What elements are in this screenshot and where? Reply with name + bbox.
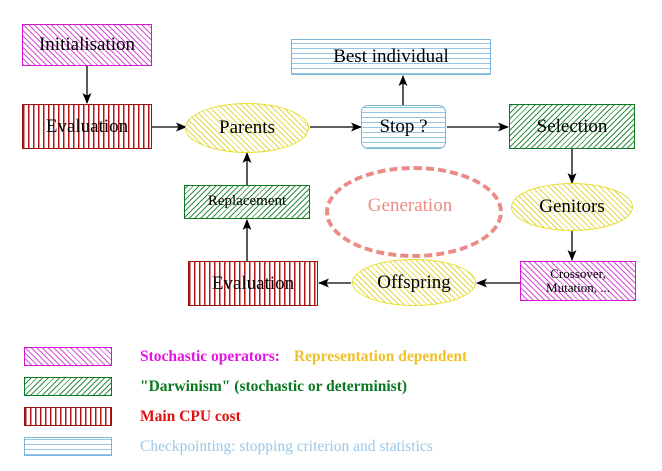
legend-swatch-red-vertical-hatch-icon	[24, 407, 112, 426]
legend-label-stochastic-operators: Stochastic operators: Representation depe…	[140, 348, 467, 366]
node-replacement-label: Replacement	[207, 193, 287, 210]
legend-row-main-cpu-cost: Main CPU cost	[24, 407, 241, 426]
node-evaluation-top[interactable]: Evaluation	[22, 104, 152, 149]
legend-row-darwinism: "Darwinism" (stochastic or determinist)	[24, 377, 407, 396]
node-initialisation-label: Initialisation	[38, 34, 136, 56]
node-best-individual[interactable]: Best individual	[291, 39, 491, 75]
node-parents-label: Parents	[219, 117, 275, 139]
node-offspring-label: Offspring	[377, 271, 451, 293]
node-initialisation[interactable]: Initialisation	[22, 24, 152, 66]
node-genitors-label: Genitors	[539, 196, 605, 218]
node-selection[interactable]: Selection	[509, 104, 635, 149]
legend-swatch-blue-horizontal-hatch-icon	[24, 437, 112, 456]
legend-swatch-magenta-diagonal-hatch-icon	[24, 347, 112, 366]
node-replacement[interactable]: Replacement	[184, 185, 310, 219]
generation-group-ellipse	[325, 166, 503, 258]
node-genitors[interactable]: Genitors	[511, 183, 633, 231]
node-evaluation-bottom[interactable]: Evaluation	[188, 261, 318, 306]
legend-label-main-cpu-cost: Main CPU cost	[140, 407, 241, 425]
legend-label-stochastic-operators-part1: Stochastic operators:	[140, 347, 280, 365]
node-offspring[interactable]: Offspring	[352, 259, 476, 306]
node-best-individual-label: Best individual	[333, 46, 449, 68]
node-crossover-mutation[interactable]: Crossover, Mutation, ...	[520, 261, 636, 301]
legend-label-checkpointing: Checkpointing: stopping criterion and st…	[140, 437, 433, 455]
node-selection-label: Selection	[536, 115, 608, 137]
node-crossover-mutation-label: Crossover, Mutation, ...	[546, 266, 610, 295]
node-evaluation-top-label: Evaluation	[45, 115, 129, 137]
legend-row-stochastic-operators: Stochastic operators: Representation depe…	[24, 347, 467, 366]
generation-group-label: Generation	[367, 195, 453, 216]
node-stop[interactable]: Stop ?	[361, 105, 446, 149]
legend-label-darwinism: "Darwinism" (stochastic or determinist)	[140, 377, 408, 395]
node-evaluation-bottom-label: Evaluation	[211, 272, 295, 294]
legend-swatch-green-diagonal-hatch-icon	[24, 377, 112, 396]
legend-row-checkpointing: Checkpointing: stopping criterion and st…	[24, 437, 433, 456]
legend-label-stochastic-operators-part2: Representation dependent	[293, 347, 468, 365]
node-stop-label: Stop ?	[379, 116, 428, 138]
